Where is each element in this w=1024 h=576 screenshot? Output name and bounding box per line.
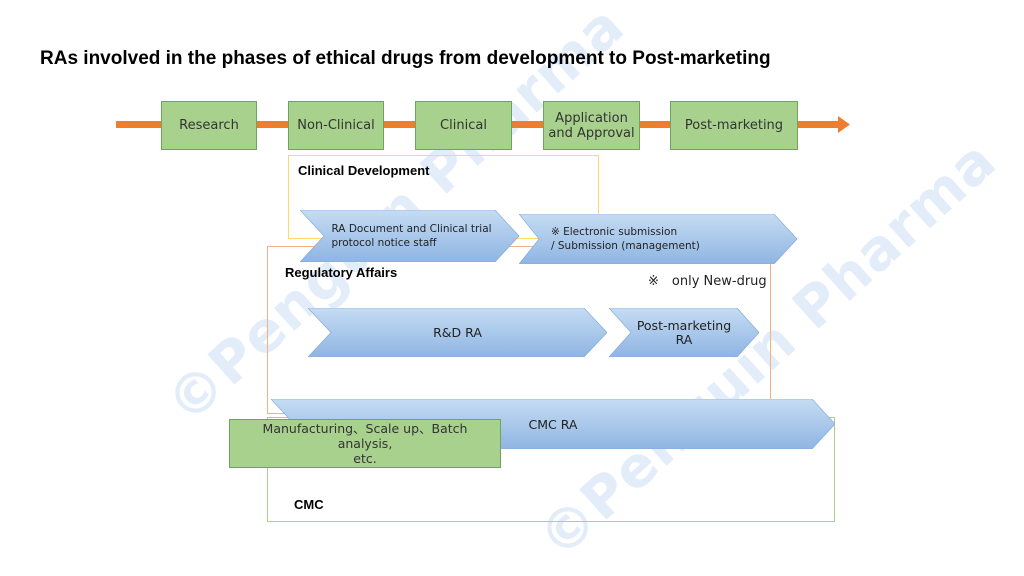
new-drug-note: ※ only New-drug <box>648 274 767 289</box>
cmc-ra-label: CMC RA <box>528 416 578 432</box>
electronic-submission-chevron: ※ Electronic submission / Submission (ma… <box>519 214 797 264</box>
electronic-submission-label: ※ Electronic submission / Submission (ma… <box>551 226 700 252</box>
page-title: RAs involved in the phases of ethical dr… <box>40 48 771 69</box>
phase-clinical: Clinical <box>415 101 512 150</box>
phase-non-clinical: Non-Clinical <box>288 101 384 150</box>
phase-application-approval: Application and Approval <box>543 101 640 150</box>
manufacturing-box: Manufacturing、Scale up、Batch analysis, e… <box>229 419 501 468</box>
rd-ra-chevron: R&D RA <box>308 308 607 357</box>
ra-document-label: RA Document and Clinical trial protocol … <box>331 223 492 249</box>
post-marketing-ra-chevron: Post-marketing RA <box>609 308 759 357</box>
post-marketing-ra-label: Post-marketing RA <box>636 317 732 347</box>
ra-document-chevron: RA Document and Clinical trial protocol … <box>300 210 519 262</box>
phase-research: Research <box>161 101 257 150</box>
cmc-label: CMC <box>294 497 324 512</box>
regulatory-affairs-label: Regulatory Affairs <box>285 265 398 280</box>
rd-ra-label: R&D RA <box>433 325 482 340</box>
manufacturing-label: Manufacturing、Scale up、Batch analysis, e… <box>262 421 468 466</box>
clinical-development-label: Clinical Development <box>298 163 430 178</box>
phase-post-marketing: Post-marketing <box>670 101 798 150</box>
